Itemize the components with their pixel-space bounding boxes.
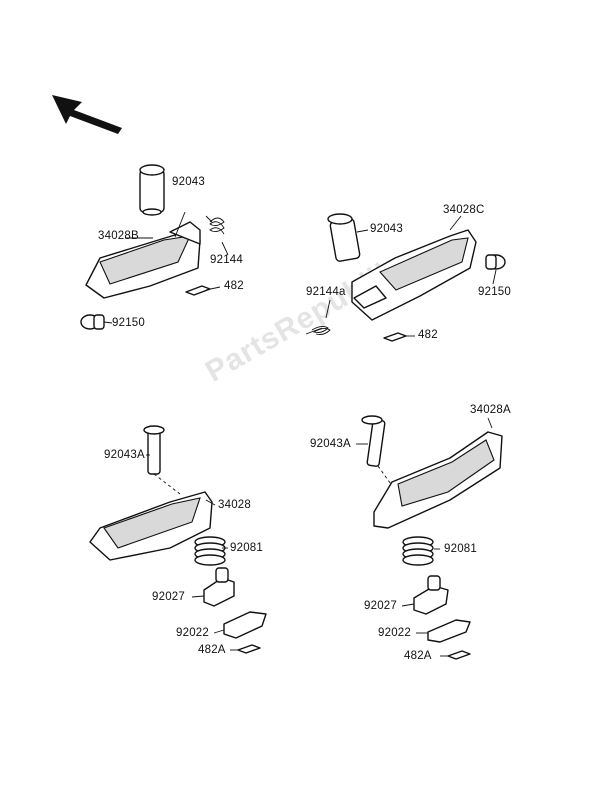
clip-482-a [185,285,211,296]
label-92027-b: 92027 [364,600,397,612]
pin-92043-a [139,164,165,216]
label-92043A-b: 92043A [310,438,351,450]
label-34028C: 34028C [443,204,485,216]
label-482A-b: 482A [404,650,432,662]
label-34028B: 34028B [98,230,139,242]
footpeg-34028B [85,211,201,299]
label-92043-b: 92043 [370,223,403,235]
pin-92043A-b [361,415,386,467]
label-92043-a: 92043 [172,176,205,188]
label-92081-b: 92081 [444,543,477,555]
spring-92144a [305,325,331,335]
spring-92081-a [194,536,226,566]
footpeg-34028A [373,431,503,529]
label-92022-a: 92022 [176,627,209,639]
bracket-92022-b [427,619,471,643]
label-92022-b: 92022 [378,627,411,639]
footpeg-34028 [89,491,213,561]
label-92027-a: 92027 [152,591,185,603]
spring-92081-b [402,536,434,566]
label-92043A-a: 92043A [104,449,145,461]
pin-92043-b [327,213,361,262]
pin-92043A-a [143,425,165,475]
plug-92150-b [485,254,506,270]
cam-92027-b [413,575,449,615]
clip-482-b [383,332,407,342]
footpeg-assembly-bottom-right [356,415,503,660]
clip-482A-a [237,644,261,654]
plug-92150-a [80,314,113,330]
label-92150-b: 92150 [478,286,511,298]
footpeg-assembly-top-right [305,213,506,342]
clip-482A-b [447,650,471,660]
footpeg-assembly-top-left [80,164,229,330]
spring-92144-a [205,215,225,235]
label-482A-a: 482A [198,644,226,656]
label-34028A: 34028A [470,404,511,416]
cam-92027-a [203,567,235,607]
footpeg-34028C [351,229,477,321]
direction-arrow-icon [52,95,122,134]
label-482-b: 482 [418,329,438,341]
footpeg-assembly-bottom-left [89,425,267,654]
label-92144a: 92144a [306,286,346,298]
label-92081-a: 92081 [230,542,263,554]
label-92144-a: 92144 [210,254,243,266]
label-92150-a: 92150 [112,317,145,329]
label-34028: 34028 [218,499,251,511]
bracket-92022-a [223,611,267,639]
label-482-a: 482 [224,280,244,292]
